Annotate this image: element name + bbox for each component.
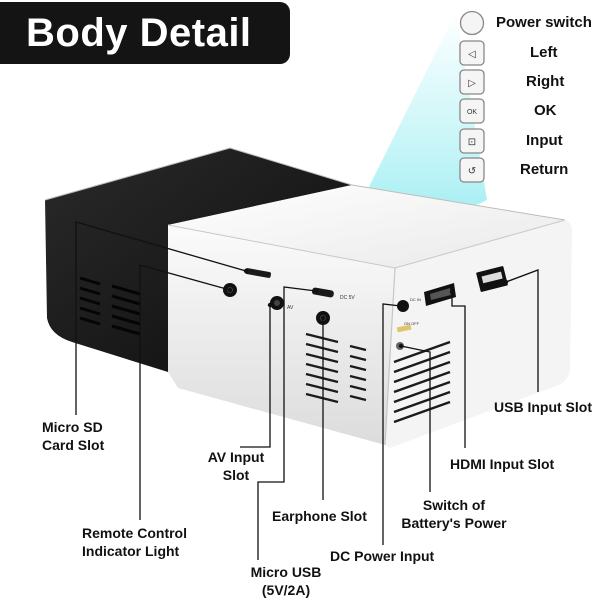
marking-dc-5v: DC 5V <box>340 295 355 301</box>
marking-on-off: ON OFF <box>404 321 420 326</box>
label-micro-sd-card-slot: Micro SD Card Slot <box>42 419 105 453</box>
title-banner: Body Detail <box>0 2 290 64</box>
input-source-icon: ⊡ <box>459 128 485 154</box>
leader-remote-light <box>139 264 231 520</box>
label-remote-control-indicator-light: Remote Control Indicator Light <box>82 525 187 559</box>
legend-label-left: Left <box>530 44 558 61</box>
label-hdmi-input-slot: HDMI Input Slot <box>450 456 555 472</box>
svg-text:▷: ▷ <box>468 78 476 89</box>
leader-hdmi <box>451 292 466 448</box>
ok-icon: OK <box>459 98 485 124</box>
device-side-white <box>168 225 395 445</box>
legend-label-input: Input <box>526 132 563 149</box>
page-title: Body Detail <box>26 11 252 55</box>
device-rear-black-section <box>45 148 352 372</box>
label-battery-power-switch: Switch of Battery's Power <box>401 497 507 531</box>
leader-av-input <box>240 305 271 448</box>
svg-text:⊡: ⊡ <box>468 137 476 148</box>
front-ports <box>396 266 508 350</box>
legend-label-power-switch: Power switch <box>496 14 592 31</box>
svg-text:↺: ↺ <box>468 166 476 177</box>
device-front-white <box>385 220 572 448</box>
rear-vents <box>79 276 141 336</box>
label-dc-power-input: DC Power Input <box>330 548 435 564</box>
label-av-input-slot: AV Input Slot <box>207 449 265 483</box>
svg-text:◁: ◁ <box>468 49 476 60</box>
leader-lines <box>75 221 539 560</box>
legend-label-ok: OK <box>534 102 557 119</box>
right-arrow-icon: ▷ <box>459 69 485 95</box>
leader-micro-sd <box>75 221 247 415</box>
left-arrow-icon: ◁ <box>459 40 485 66</box>
side-vents <box>305 332 367 404</box>
legend-label-right: Right <box>526 73 565 90</box>
label-micro-usb: Micro USB (5V/2A) <box>250 564 322 598</box>
device-top-white <box>168 185 565 268</box>
leader-dots <box>227 268 509 349</box>
marking-dc-in: DC IN <box>410 297 421 302</box>
return-icon: ↺ <box>459 157 485 183</box>
svg-text:OK: OK <box>467 109 477 116</box>
leader-usb <box>505 269 539 392</box>
power-switch-icon <box>459 10 485 36</box>
legend-label-return: Return <box>520 161 569 178</box>
leader-dc-power <box>382 303 402 545</box>
marking-av: AV <box>287 305 294 311</box>
leader-micro-usb <box>257 286 317 560</box>
label-usb-input-slot: USB Input Slot <box>494 399 592 415</box>
label-earphone-slot: Earphone Slot <box>272 508 367 524</box>
leader-battery-switch <box>400 345 431 492</box>
front-vents <box>393 340 451 424</box>
